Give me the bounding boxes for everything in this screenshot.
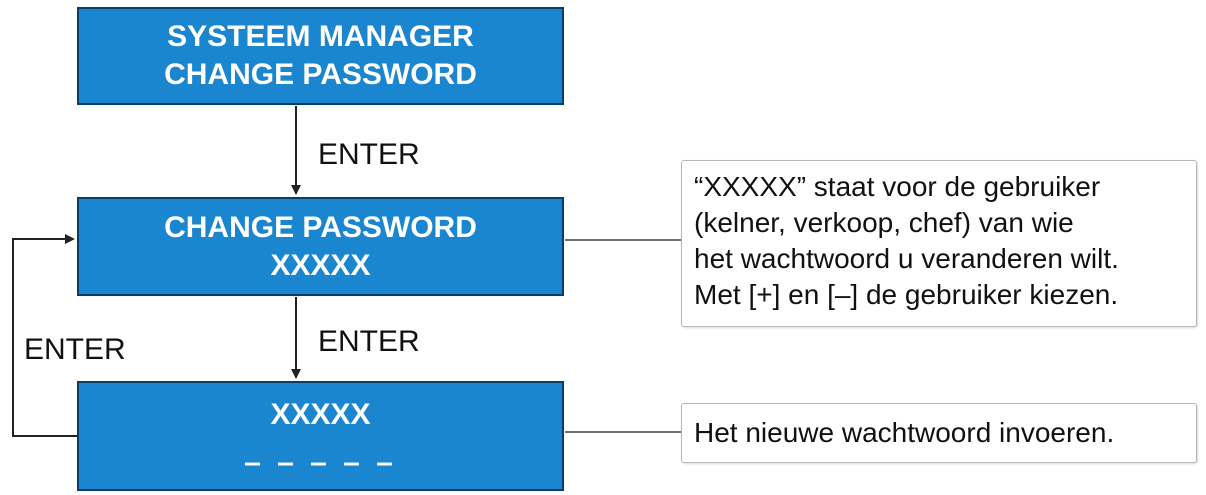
callout-note-password: Het nieuwe wachtwoord invoeren.	[681, 403, 1197, 463]
note1-line1: “XXXXX” staat voor de gebruiker	[694, 171, 1101, 202]
note1-line4: Met [+] en [–] de gebruiker kiezen.	[694, 279, 1119, 310]
box-systeem-manager: SYSTEEM MANAGER CHANGE PASSWORD	[77, 7, 564, 105]
callout-note-user: “XXXXX” staat voor de gebruiker (kelner,…	[681, 160, 1197, 327]
note1-line2: (kelner, verkoop, chef) van wie	[694, 207, 1074, 238]
box1-line1: SYSTEEM MANAGER	[167, 20, 474, 53]
box3-line2: – – – – –	[244, 446, 397, 479]
box2-line1: CHANGE PASSWORD	[164, 210, 477, 244]
box3-line1: XXXXX	[270, 398, 371, 431]
note2-text: Het nieuwe wachtwoord invoeren.	[694, 417, 1115, 448]
box-password-entry: XXXXX – – – – –	[77, 381, 564, 491]
note1-line3: het wachtwoord u veranderen wilt.	[694, 243, 1119, 274]
box1-line2: CHANGE PASSWORD	[164, 58, 477, 91]
arrow-loop-back	[12, 234, 77, 437]
box-change-password: CHANGE PASSWORD XXXXX	[77, 197, 564, 296]
enter-label-1: ENTER	[318, 138, 420, 171]
box2-line2: XXXXX	[270, 248, 371, 282]
enter-label-2: ENTER	[318, 325, 420, 358]
enter-label-back: ENTER	[24, 333, 126, 366]
